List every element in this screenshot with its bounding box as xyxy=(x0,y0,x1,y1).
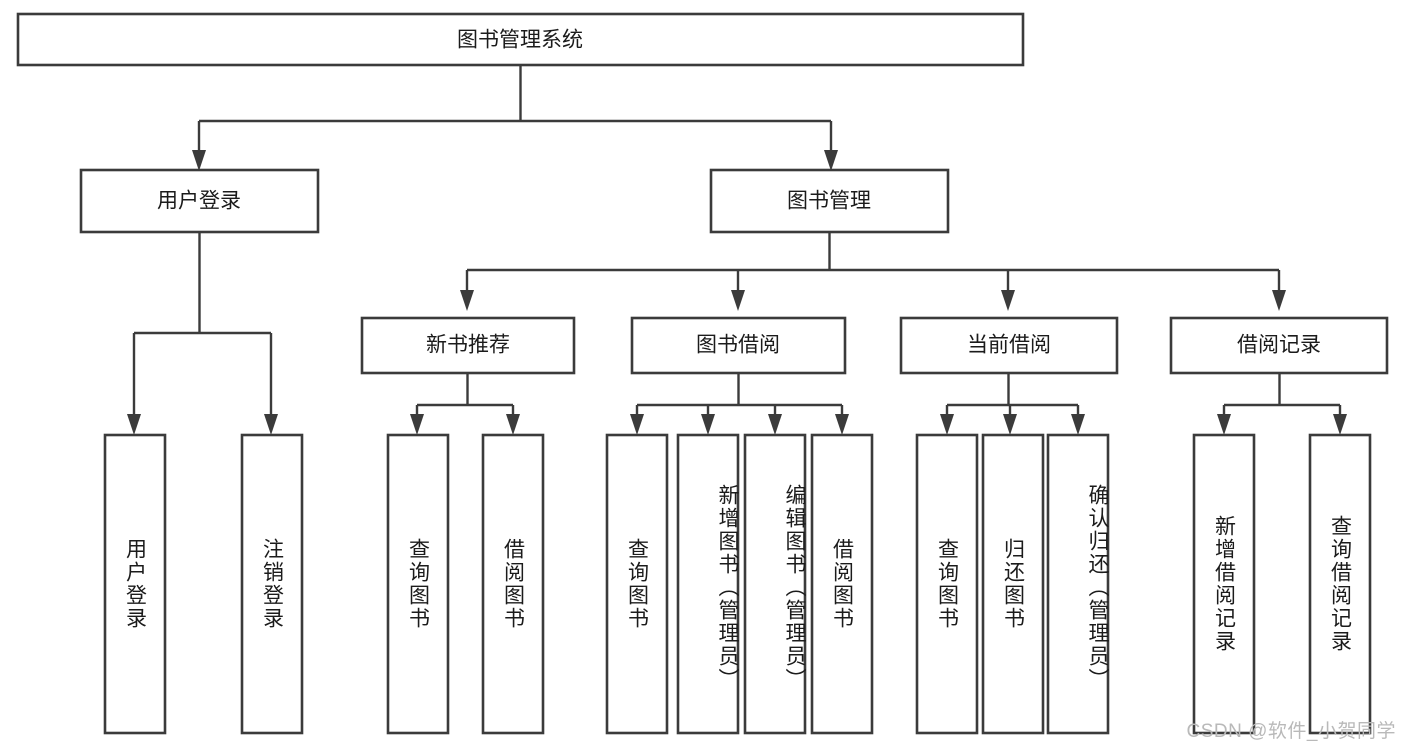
leaf-query-book-borrow[interactable] xyxy=(605,433,669,735)
leaf-user-login[interactable] xyxy=(103,433,167,735)
connector-newbook-to-leaves xyxy=(410,373,520,435)
connector-bookborrow-to-leaves xyxy=(630,373,849,435)
node-book-management-label: 图书管理 xyxy=(787,190,871,213)
node-root-book-management-system[interactable] xyxy=(16,12,1025,67)
node-book-borrow-label: 图书借阅 xyxy=(696,334,780,357)
node-root-label: 图书管理系统 xyxy=(457,29,583,52)
node-borrow-record[interactable] xyxy=(1169,316,1389,375)
node-current-borrow[interactable] xyxy=(899,316,1119,375)
node-current-borrow-label: 当前借阅 xyxy=(967,334,1051,357)
node-new-book-recommend[interactable] xyxy=(360,316,576,375)
connector-userlogin-to-leaves xyxy=(127,232,278,435)
leaf-query-book-recommend[interactable] xyxy=(386,433,450,735)
leaf-edit-book-admin[interactable] xyxy=(743,433,807,735)
connector-borrowrecord-to-leaves xyxy=(1217,373,1347,435)
leaf-borrow-book-recommend[interactable] xyxy=(481,433,545,735)
leaf-query-borrow-record[interactable] xyxy=(1308,433,1372,735)
node-borrow-record-label: 借阅记录 xyxy=(1237,334,1321,357)
csdn-watermark: CSDN @软件_小贺同学 xyxy=(1186,721,1396,742)
leaf-logout[interactable] xyxy=(240,433,304,735)
leaf-query-book-current[interactable] xyxy=(915,433,979,735)
connector-root-to-level2 xyxy=(192,65,838,171)
connector-bookmgmt-to-level3 xyxy=(460,232,1286,311)
node-user-login-label: 用户登录 xyxy=(157,190,241,213)
node-book-borrow[interactable] xyxy=(630,316,847,375)
leaf-return-book[interactable] xyxy=(981,433,1045,735)
node-new-book-recommend-label: 新书推荐 xyxy=(426,334,510,357)
leaf-borrow-book[interactable] xyxy=(810,433,874,735)
node-book-management[interactable] xyxy=(709,168,950,234)
leaf-confirm-return-admin[interactable] xyxy=(1046,433,1110,735)
leaf-add-book-admin[interactable] xyxy=(676,433,740,735)
leaf-add-borrow-record[interactable] xyxy=(1192,433,1256,735)
connector-currentborrow-to-leaves xyxy=(940,373,1085,435)
node-user-login[interactable] xyxy=(79,168,320,234)
